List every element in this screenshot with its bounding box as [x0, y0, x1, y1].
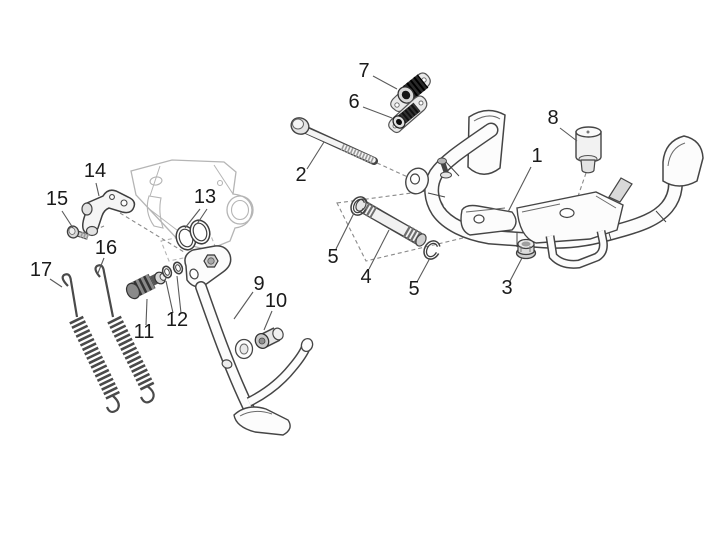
part-2-pivot-bolt [290, 117, 378, 165]
part-number-label: 10 [265, 290, 287, 312]
part-12-small-washers [161, 261, 184, 279]
part-number-label: 14 [84, 160, 106, 182]
callout-support-bracket[interactable]: 14 [84, 160, 106, 197]
callout-bushing-small[interactable]: 6 [348, 91, 393, 119]
part-7-bushing-large [390, 72, 431, 113]
part-5-circlip-right [423, 240, 441, 260]
callout-stand-spring-outer[interactable]: 17 [30, 259, 63, 288]
callout-rubber-pad[interactable]: 10 [263, 290, 287, 331]
part-1-center-stand [405, 109, 704, 269]
part-10-rubber-pad [254, 327, 284, 349]
leader-line [233, 291, 254, 320]
part-number-label: 4 [360, 266, 371, 288]
part-number-label: 12 [166, 309, 188, 331]
callout-spring-plunger[interactable]: 11 [134, 298, 155, 343]
part-4-pivot-pin [355, 198, 427, 247]
part-number-label: 5 [327, 246, 338, 268]
callout-pivot-bushes[interactable]: 13 [184, 186, 216, 229]
leader-line [372, 75, 398, 90]
part-number-label: 11 [134, 321, 155, 343]
part-5-circlip-left [350, 196, 368, 216]
callout-circlip-right[interactable]: 5 [408, 257, 431, 300]
part-number-label: 13 [194, 186, 216, 208]
callout-small-washers[interactable]: 12 [165, 275, 188, 331]
part-17-stand-spring-outer [61, 273, 121, 414]
callout-pivot-pin[interactable]: 4 [360, 229, 390, 288]
leader-line [95, 182, 100, 197]
leader-line [335, 212, 355, 250]
leader-line [362, 106, 393, 119]
part-number-label: 17 [30, 259, 52, 281]
leader-line [165, 280, 174, 314]
leader-line [509, 257, 523, 282]
callout-flanged-nut[interactable]: 3 [501, 257, 523, 299]
callout-center-stand[interactable]: 1 [507, 145, 543, 213]
part-number-label: 15 [46, 188, 68, 210]
callout-stand-spring-inner[interactable]: 16 [95, 237, 117, 274]
part-number-label: 16 [95, 237, 117, 259]
leader-line [368, 229, 390, 270]
part-15-bracket-screw [66, 225, 90, 240]
part-13-pivot-bushes [175, 219, 211, 251]
leader-line [559, 127, 578, 142]
leader-line [97, 257, 105, 274]
part-number-label: 5 [408, 278, 419, 300]
callout-circlip-left[interactable]: 5 [327, 212, 355, 268]
part-6-bushing-small [388, 95, 428, 134]
callout-pivot-bolt[interactable]: 2 [295, 141, 325, 186]
callout-bracket-screw[interactable]: 15 [46, 188, 74, 229]
callout-bushing-large[interactable]: 7 [358, 60, 398, 90]
leader-line [196, 208, 208, 225]
callout-rubber-buffer[interactable]: 8 [547, 107, 578, 142]
part-3-flanged-nut [515, 238, 537, 260]
leader-line [306, 141, 325, 170]
part-number-label: 1 [531, 145, 542, 167]
part-11-spring-plunger [125, 271, 167, 300]
part-number-label: 3 [501, 277, 512, 299]
part-number-label: 6 [348, 91, 359, 113]
leader-line [49, 278, 63, 288]
leader-line [176, 275, 182, 314]
part-8-rubber-buffer [575, 126, 602, 174]
leader-line [507, 166, 532, 213]
part-number-label: 7 [358, 60, 369, 82]
part-14-support-bracket [81, 189, 136, 237]
part-9-side-stand-leg [184, 245, 314, 436]
part-16-stand-spring-inner [94, 264, 155, 404]
leader-line [145, 298, 148, 326]
ghost-frame-mount [130, 159, 254, 262]
leader-line [61, 210, 74, 229]
callout-side-stand-leg[interactable]: 9 [233, 273, 265, 320]
part-number-label: 8 [547, 107, 558, 129]
part-number-label: 9 [253, 273, 264, 295]
leader-line [263, 310, 273, 331]
leader-line [416, 257, 431, 283]
leader-line [184, 208, 201, 229]
part-number-label: 2 [295, 164, 306, 186]
